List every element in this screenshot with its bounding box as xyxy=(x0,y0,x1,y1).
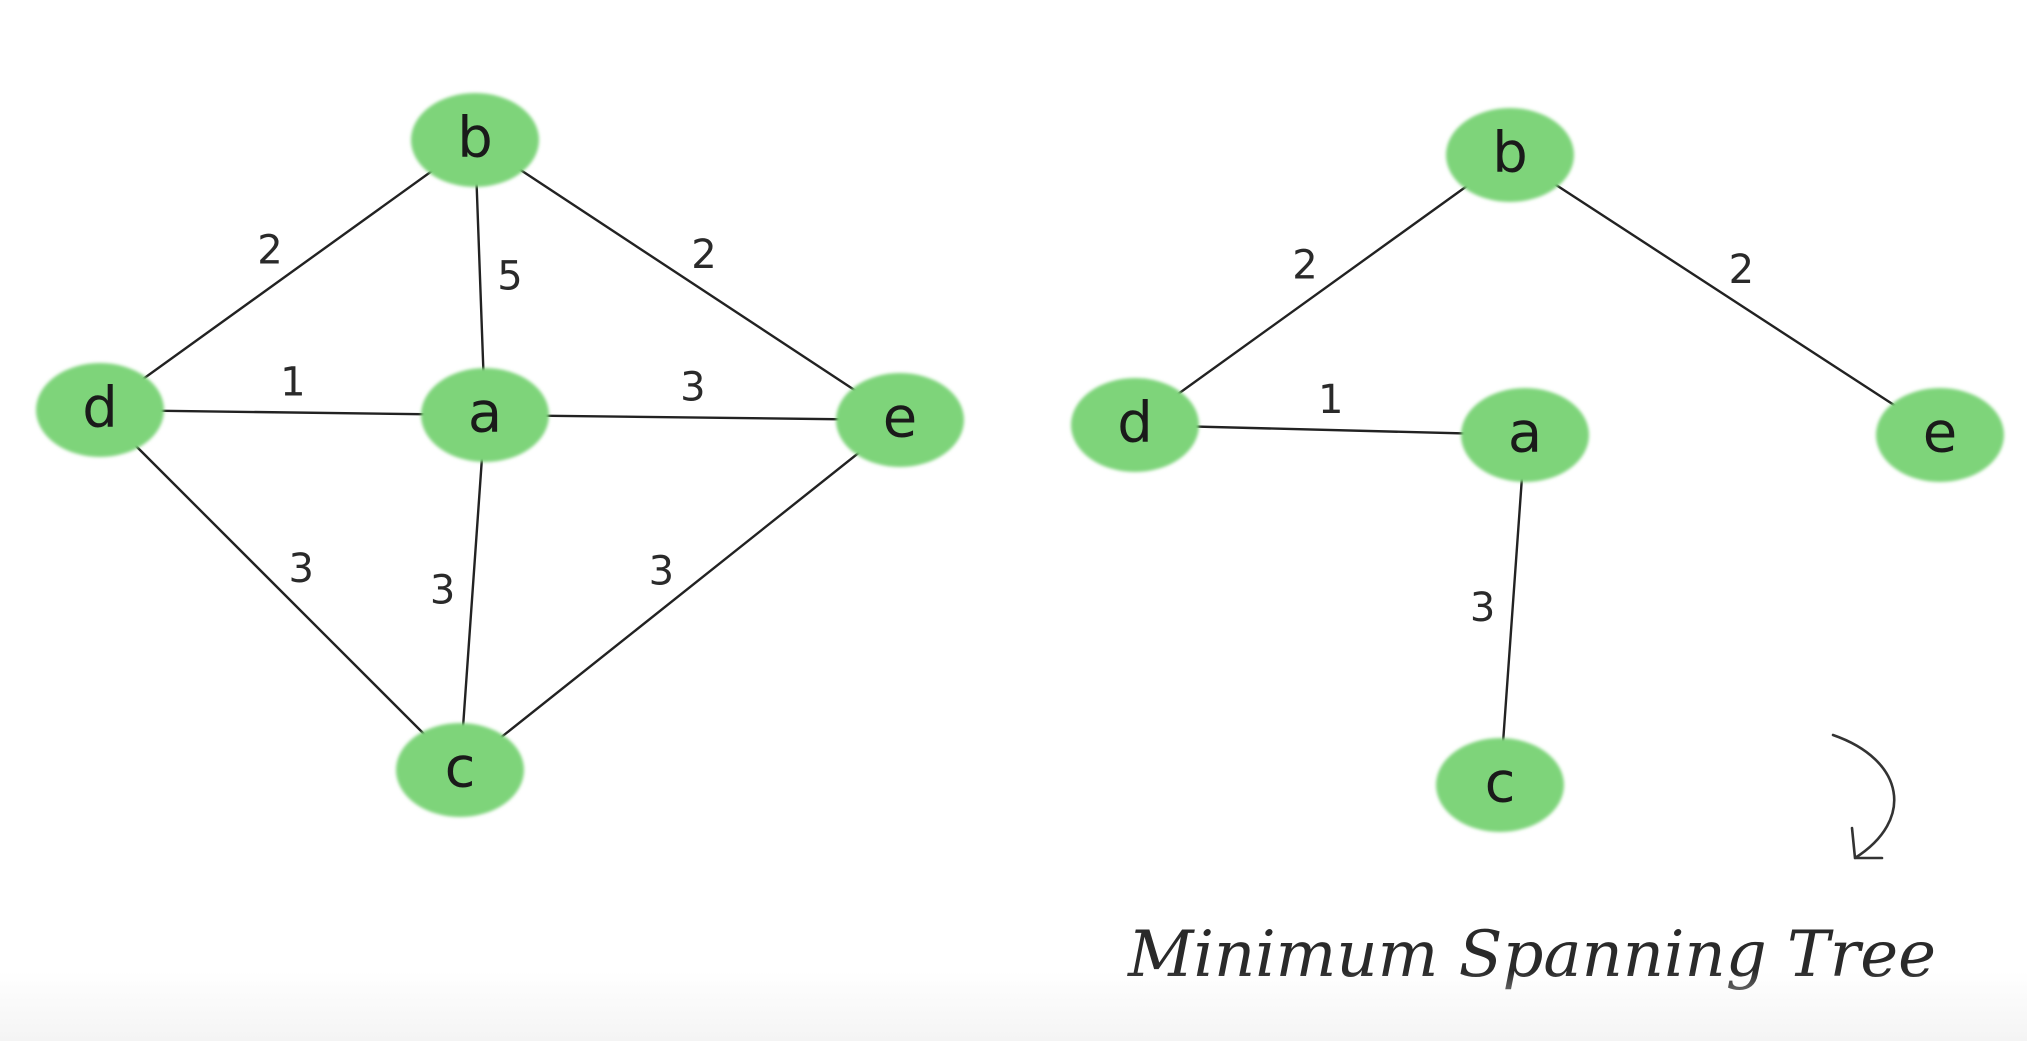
edge-weight-mst-d-b: 2 xyxy=(1292,243,1317,289)
edge-weight-original-d-b: 2 xyxy=(257,228,282,274)
node-original-a: a xyxy=(421,368,549,462)
edge-weight-mst-b-e: 2 xyxy=(1729,247,1754,293)
edge-mst-b-e xyxy=(1508,153,1942,437)
edge-weight-mst-a-c: 3 xyxy=(1470,585,1495,631)
node-label-original-d: d xyxy=(82,376,118,441)
edge-original-d-b xyxy=(98,138,477,412)
node-original-c: c xyxy=(396,723,524,817)
edge-weight-mst-d-a: 1 xyxy=(1318,377,1343,423)
node-label-mst-a: a xyxy=(1508,401,1542,466)
node-blob-original-e xyxy=(836,373,964,467)
node-label-mst-d: d xyxy=(1117,391,1153,456)
node-label-original-b: b xyxy=(457,106,493,171)
node-blob-mst-d xyxy=(1071,378,1199,472)
caption: Minimum Spanning Tree xyxy=(1127,918,1936,992)
node-label-mst-b: b xyxy=(1492,121,1528,186)
node-mst-e: e xyxy=(1876,388,2004,482)
node-blob-mst-a xyxy=(1461,388,1589,482)
node-mst-c: c xyxy=(1436,738,1564,832)
node-blob-mst-b xyxy=(1446,108,1574,202)
edge-original-d-a xyxy=(98,408,487,417)
edge-original-c-e xyxy=(458,418,902,772)
edge-mst-d-b xyxy=(1133,153,1512,427)
edge-original-a-e xyxy=(483,413,902,422)
edge-weight-original-d-a: 1 xyxy=(280,360,305,406)
node-label-original-a: a xyxy=(468,381,502,446)
node-label-mst-c: c xyxy=(1485,751,1516,816)
node-original-b: b xyxy=(411,93,539,187)
node-blob-original-c xyxy=(396,723,524,817)
weights-layer: 2 5 2 1 3 3 3 3 2 2 1 3 xyxy=(257,228,1754,631)
node-label-mst-e: e xyxy=(1923,401,1957,466)
edge-weight-original-d-c: 3 xyxy=(288,546,313,592)
edge-original-a-c xyxy=(458,413,487,772)
node-blob-mst-c xyxy=(1436,738,1564,832)
node-label-original-c: c xyxy=(445,736,476,801)
nodes-layer: b d a e c b d a e c xyxy=(36,93,2004,832)
node-label-original-e: e xyxy=(883,386,917,451)
arrow-icon xyxy=(1831,733,1896,860)
edges-layer xyxy=(98,138,1942,787)
edge-original-b-e xyxy=(473,138,902,422)
node-mst-b: b xyxy=(1446,108,1574,202)
node-blob-original-a xyxy=(421,368,549,462)
edge-weight-original-a-c: 3 xyxy=(430,567,455,613)
node-mst-a: a xyxy=(1461,388,1589,482)
edge-mst-a-c xyxy=(1498,433,1527,787)
node-blob-original-b xyxy=(411,93,539,187)
edge-weight-original-c-e: 3 xyxy=(649,549,674,595)
node-original-e: e xyxy=(836,373,964,467)
node-blob-mst-e xyxy=(1876,388,2004,482)
node-blob-original-d xyxy=(36,363,164,457)
node-mst-d: d xyxy=(1071,378,1199,472)
node-original-d: d xyxy=(36,363,164,457)
edge-weight-original-b-e: 2 xyxy=(691,232,716,278)
edge-mst-d-a xyxy=(1133,423,1527,437)
edge-weight-original-b-a: 5 xyxy=(497,253,522,299)
edge-weight-original-a-e: 3 xyxy=(680,365,705,411)
edge-original-d-c xyxy=(98,408,462,772)
